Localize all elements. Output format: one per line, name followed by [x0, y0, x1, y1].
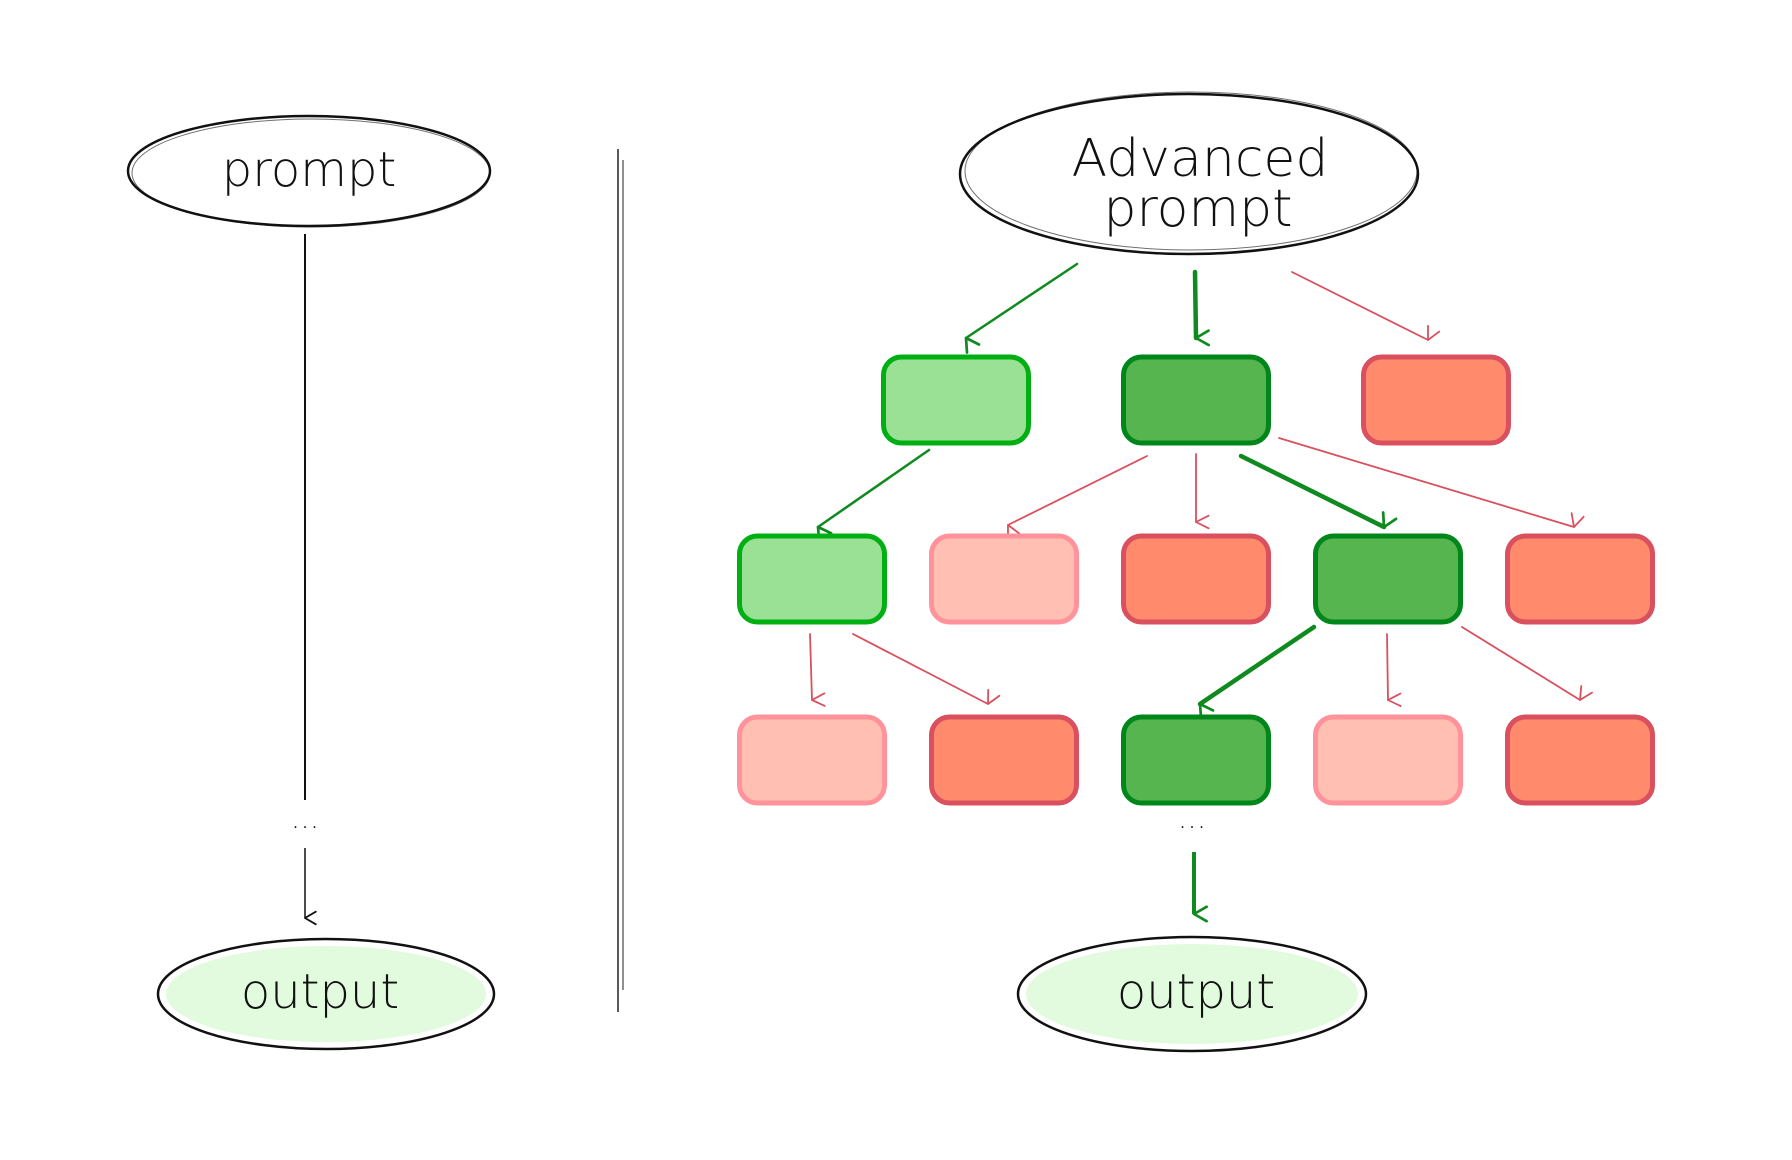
advanced-output-node: output: [1016, 935, 1368, 1053]
divider: [617, 149, 624, 1012]
rejected-branch-arrow: [809, 633, 826, 707]
rejected-branch-arrow: [852, 633, 1001, 705]
tree-nodes: [737, 354, 1655, 806]
tree-node-bad: [1505, 533, 1655, 625]
advanced-ellipsis: ...: [1178, 801, 1207, 836]
simple-prompt-node: prompt: [126, 114, 492, 228]
selected-branch-arrow: [1197, 624, 1317, 720]
selected-branch-arrow: [816, 448, 931, 543]
selected-branch-arrow: [1192, 269, 1211, 347]
advanced-prompt-label-line2: prompt: [1103, 179, 1292, 239]
selected-branch-arrow: [1238, 453, 1398, 530]
rejected-branch-arrow: [1007, 455, 1148, 540]
rejected-branch-arrow: [1461, 626, 1593, 701]
tree-node-bad: [1505, 714, 1655, 806]
rejected-branch-arrow: [1386, 633, 1402, 708]
simple-ellipsis: ...: [291, 801, 320, 836]
simple-output-node: output: [156, 937, 496, 1051]
rejected-branch-arrow: [1278, 437, 1585, 528]
advanced-output-label: output: [1117, 964, 1275, 1020]
tree-node-good: [881, 354, 1031, 446]
tree-node-chosen: [1313, 533, 1463, 625]
tree-node-chosen: [1121, 354, 1271, 446]
advanced-prompt-node: Advanced prompt: [958, 91, 1420, 256]
tree-node-weak: [929, 533, 1079, 625]
rejected-branch-arrow: [1291, 271, 1441, 341]
simple-output-label: output: [241, 964, 399, 1020]
simple-prompt-label: prompt: [222, 142, 397, 198]
advanced-prompt-label-line1: Advanced: [1072, 129, 1329, 189]
tree-node-weak: [1313, 714, 1463, 806]
selected-branch-arrow: [964, 262, 1079, 354]
tree-node-chosen: [1121, 714, 1271, 806]
tree-node-weak: [737, 714, 887, 806]
tree-node-bad: [1361, 354, 1511, 446]
tree-node-bad: [1121, 533, 1271, 625]
tree-node-bad: [929, 714, 1079, 806]
tree-arrows: [809, 262, 1593, 720]
tree-node-good: [737, 533, 887, 625]
